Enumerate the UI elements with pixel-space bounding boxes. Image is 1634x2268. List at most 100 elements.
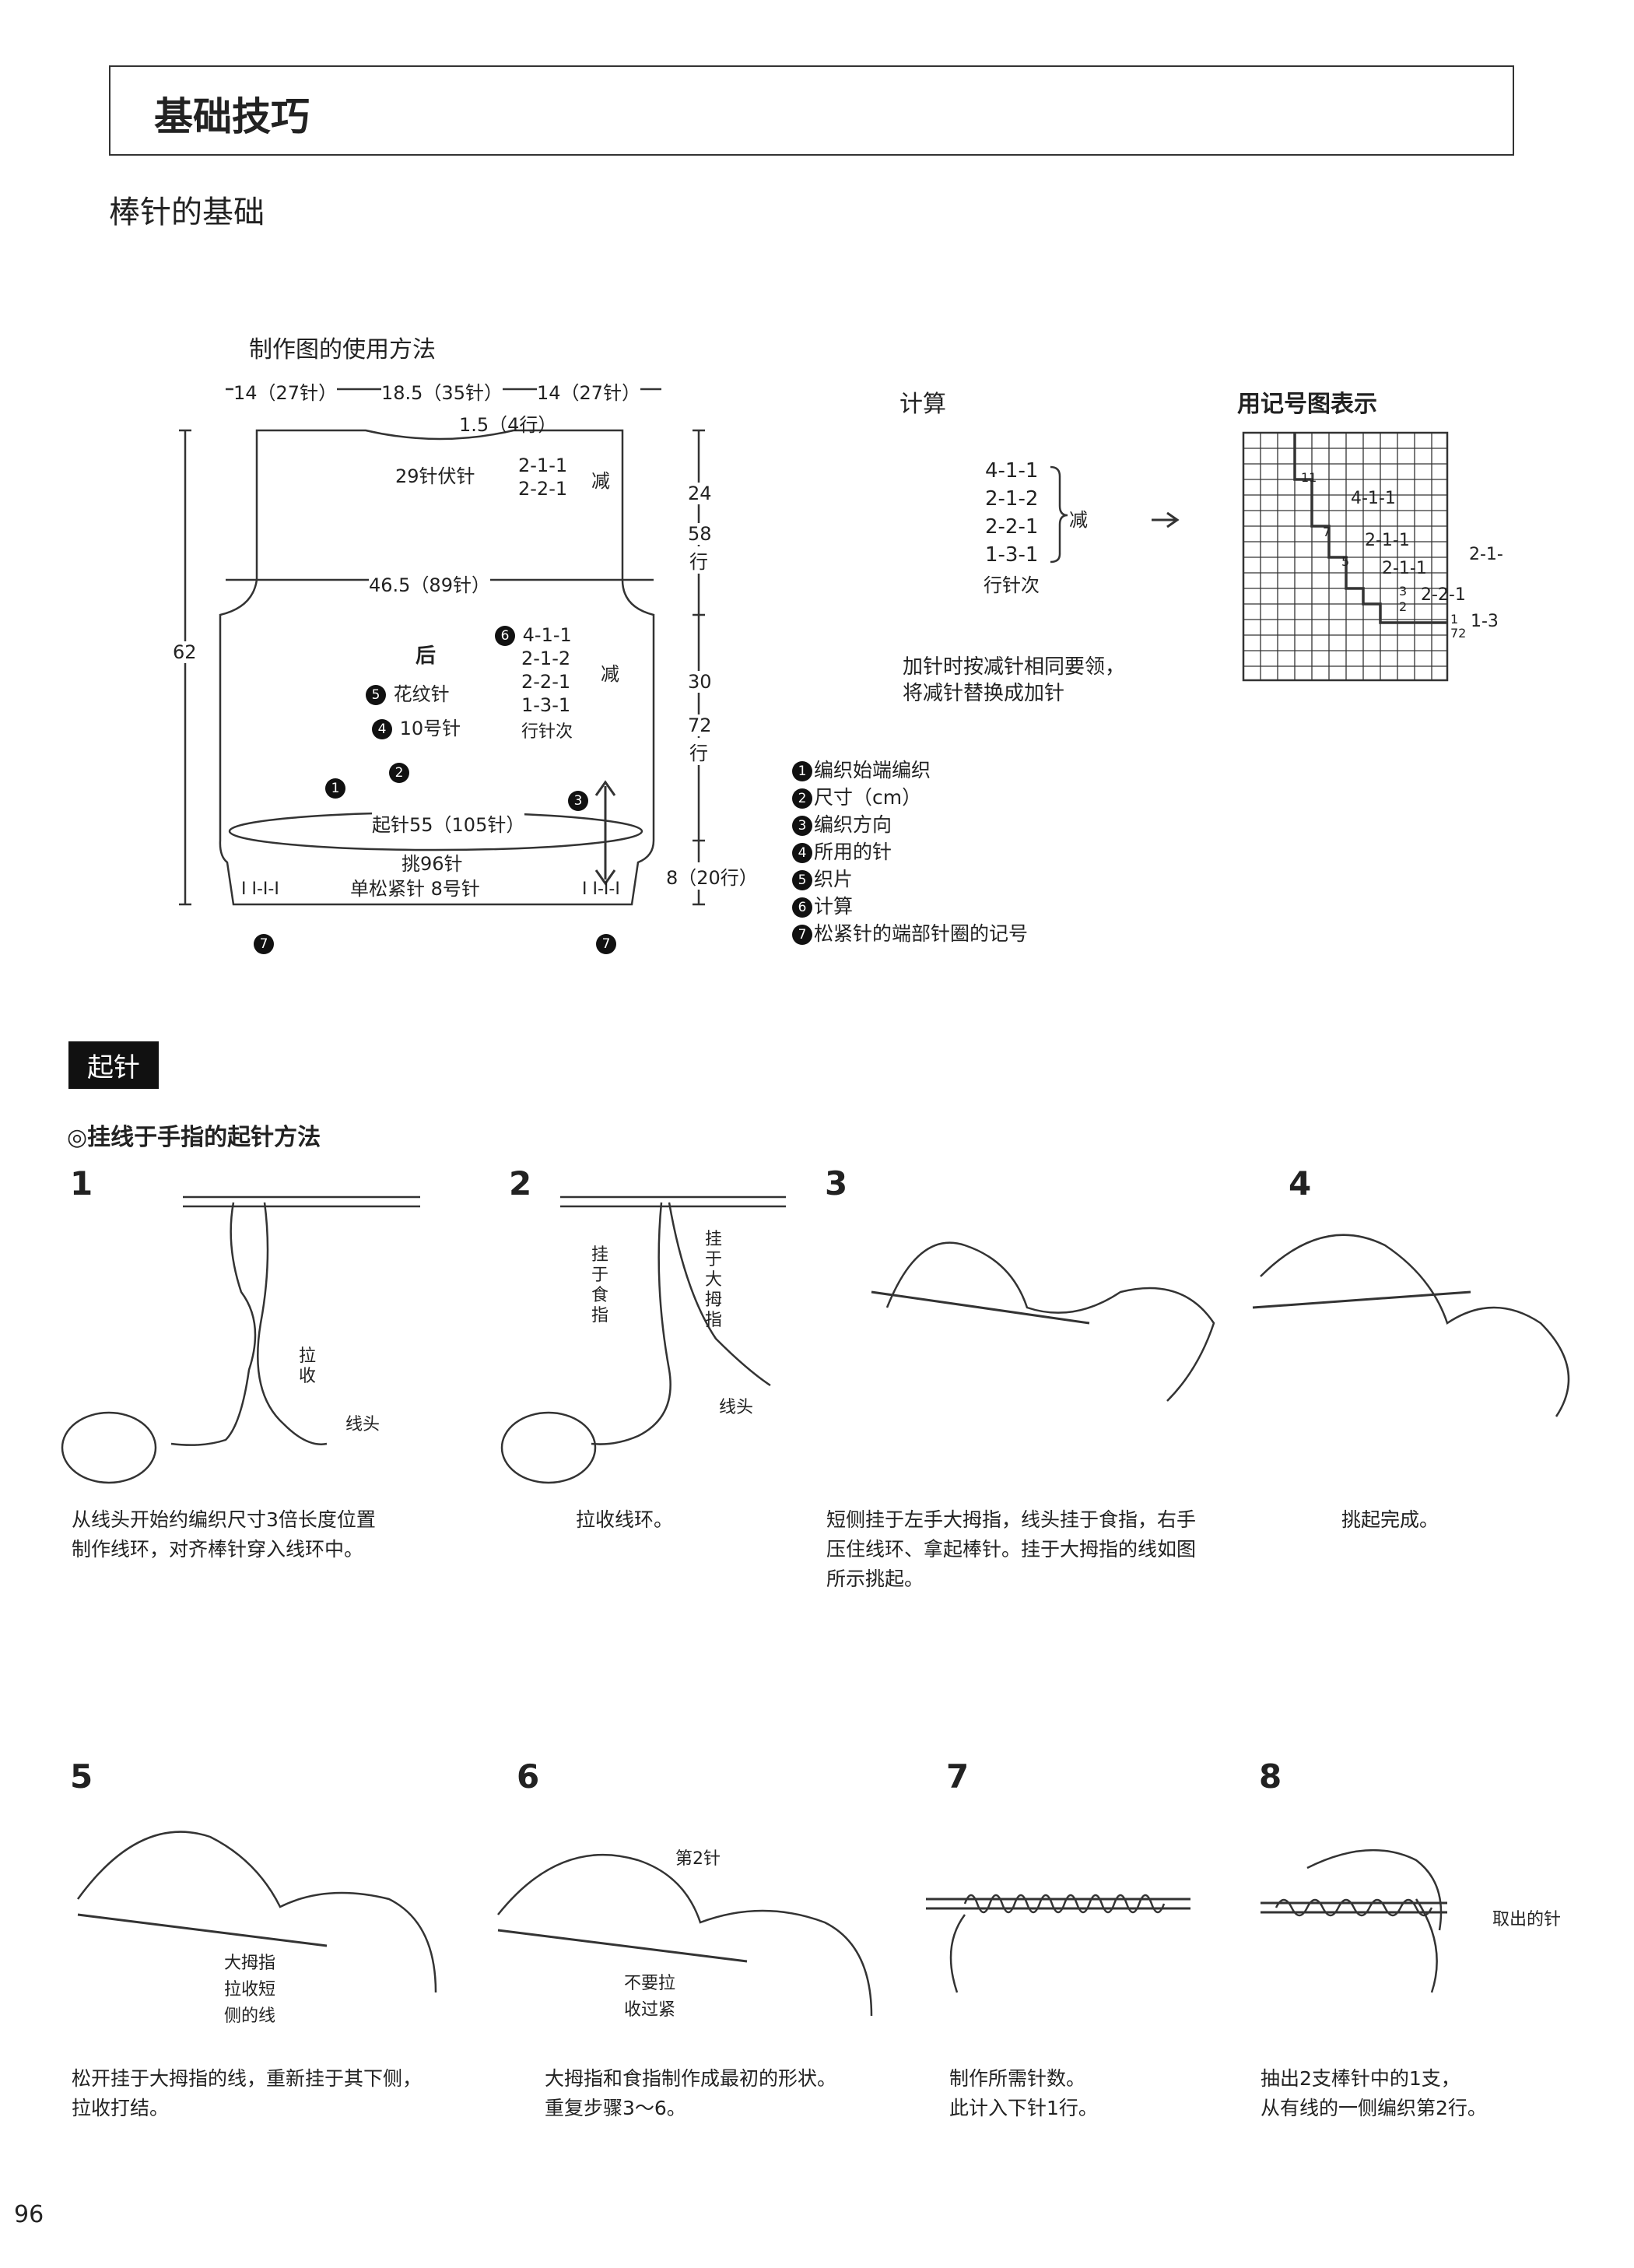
step-4-number: 4 [1289, 1164, 1312, 1202]
step6-hands [497, 1853, 873, 2017]
left-height-dim: 62 [173, 641, 197, 663]
symbol-chart-title: 用记号图表示 [1237, 391, 1377, 418]
needle-label: 4 10号针 [372, 713, 461, 740]
marker-7-left: 7 [254, 934, 274, 954]
armhole-dec-label: 减 [601, 663, 619, 685]
chart-label-2: 2-1-1 [1365, 531, 1410, 550]
marker-7-right: 7 [596, 934, 616, 954]
step2-label-index: 挂于食指 [591, 1245, 609, 1325]
caption-line: 此计入下针1行。 [949, 2097, 1098, 2119]
step2-label-thumb: 挂于大拇指 [705, 1230, 723, 1330]
step6-label-2: 收过紧 [624, 2000, 676, 2020]
neck-bind-off: 29针伏针 [395, 465, 475, 487]
step-3-number: 3 [825, 1164, 848, 1202]
calc-title: 计算 [899, 391, 946, 418]
caption-line: 重复步骤3～6。 [545, 2097, 686, 2119]
row-num-7: 7 [1323, 525, 1331, 539]
caption-line: 松开挂于大拇指的线，重新挂于其下侧， [72, 2067, 423, 2090]
chart-label-5: 1-3 [1471, 612, 1499, 631]
right-bottom-dim: 8（20行） [666, 862, 758, 890]
caption-line: 压住线环、拿起棒针。挂于大拇指的线如图 [826, 1538, 1197, 1561]
legend-text: 编织方向 [814, 813, 892, 836]
row-num-5: 5 [1341, 554, 1350, 569]
caption-line: 从有线的一侧编织第2行。 [1261, 2097, 1487, 2119]
legend-num: 6 [792, 897, 812, 918]
calc-footer: 行针次 [984, 574, 1040, 596]
caption-line: 抽出2支棒针中的1支， [1261, 2067, 1460, 2090]
calc-note-2: 将减针替换成加针 [903, 682, 1065, 705]
top-dim-center: 18.5（35针） [381, 377, 503, 405]
top-dim-right: 14（27针） [537, 377, 641, 405]
calc-value-1: 4-1-1 [985, 459, 1039, 483]
armhole-dec-4: 1-3-1 [521, 694, 571, 716]
legend-text: 织片 [814, 868, 854, 890]
step-8-caption: 抽出2支棒针中的1支， 从有线的一侧编织第2行。 [1261, 2064, 1487, 2123]
step2-needles [560, 1195, 786, 1208]
legend-text: 松紧针的端部针圈的记号 [814, 922, 1029, 945]
right-top-unit: 行 [689, 546, 708, 574]
step8-needles [1261, 1901, 1447, 1914]
right-mid-cm: 30 [688, 671, 712, 693]
marker-3: 3 [568, 791, 588, 811]
step1-label-tail: 线头 [345, 1415, 380, 1434]
step7-needles [926, 1898, 1190, 1910]
row-num-2: 2 [1399, 599, 1408, 614]
row-num-72: 72 [1450, 626, 1467, 641]
calc-dec-label: 减 [1069, 509, 1088, 531]
armhole-footer: 行针次 [521, 722, 573, 742]
rib-marks-left: I I-I-I [241, 879, 279, 899]
pick-up-label: 挑96针 [401, 853, 463, 875]
step6-label-second: 第2针 [675, 1849, 721, 1869]
step-1-caption: 从线头开始约编织尺寸3倍长度位置 制作线环，对齐棒针穿入线环中。 [72, 1505, 376, 1564]
step-7-number: 7 [946, 1757, 970, 1796]
step2-label-tail: 线头 [719, 1398, 754, 1417]
step1-yarn-ball [61, 1411, 157, 1484]
caption-line: 短侧挂于左手大拇指，线头挂于食指，右手 [826, 1508, 1197, 1531]
legend-text: 所用的针 [814, 841, 892, 863]
step6-label-1: 不要拉 [624, 1974, 676, 1993]
neck-dec-label: 减 [591, 470, 610, 492]
caption-line: 从线头开始约编织尺寸3倍长度位置 [72, 1508, 376, 1531]
armhole-dec-2: 2-1-2 [521, 648, 571, 669]
legend-num: 2 [792, 788, 812, 809]
chart-label-4: 2-2-1 [1421, 585, 1466, 605]
top-dim-left: 14（27针） [233, 377, 338, 405]
step-3-caption: 短侧挂于左手大拇指，线头挂于食指，右手 压住线环、拿起棒针。挂于大拇指的线如图 … [826, 1505, 1196, 1594]
chart-label-1: 4-1-1 [1351, 489, 1396, 508]
step2-yarn-ball [500, 1411, 597, 1484]
page-number: 96 [14, 2201, 44, 2228]
piece-name: 后 [416, 644, 437, 668]
rib-marks-right: I I-I-I [582, 879, 620, 899]
marker-4: 4 [372, 719, 392, 739]
caption-line: 制作所需针数。 [949, 2067, 1086, 2090]
caption-line: 挑起完成。 [1341, 1508, 1439, 1531]
step2-yarn [591, 1202, 671, 1445]
caption-line: 拉收打结。 [72, 2097, 170, 2119]
garment-outline [219, 429, 655, 906]
pattern-text: 花纹针 [393, 683, 450, 705]
diagram-title: 制作图的使用方法 [249, 336, 436, 363]
step-6-caption: 大拇指和食指制作成最初的形状。 重复步骤3～6。 [545, 2064, 836, 2123]
legend-num: 4 [792, 843, 812, 863]
calc-value-2: 2-1-2 [985, 487, 1039, 511]
right-top-rows: 58 [688, 523, 712, 545]
step-7-caption: 制作所需针数。 此计入下针1行。 [949, 2064, 1098, 2123]
caption-line: 制作线环，对齐棒针穿入线环中。 [72, 1538, 364, 1561]
step-8-number: 8 [1259, 1757, 1282, 1796]
step-5-caption: 松开挂于大拇指的线，重新挂于其下侧， 拉收打结。 [72, 2064, 422, 2123]
calc-value-4: 1-3-1 [985, 543, 1039, 567]
legend-num: 3 [792, 816, 812, 836]
page-title: 基础技巧 [154, 94, 310, 139]
caption-line: 大拇指和食指制作成最初的形状。 [545, 2067, 837, 2090]
needle-text: 10号针 [399, 718, 461, 739]
chart-label-6: 2-1- [1469, 545, 1503, 564]
right-mid-rows: 72 [688, 714, 712, 736]
row-num-1: 1 [1450, 612, 1459, 627]
